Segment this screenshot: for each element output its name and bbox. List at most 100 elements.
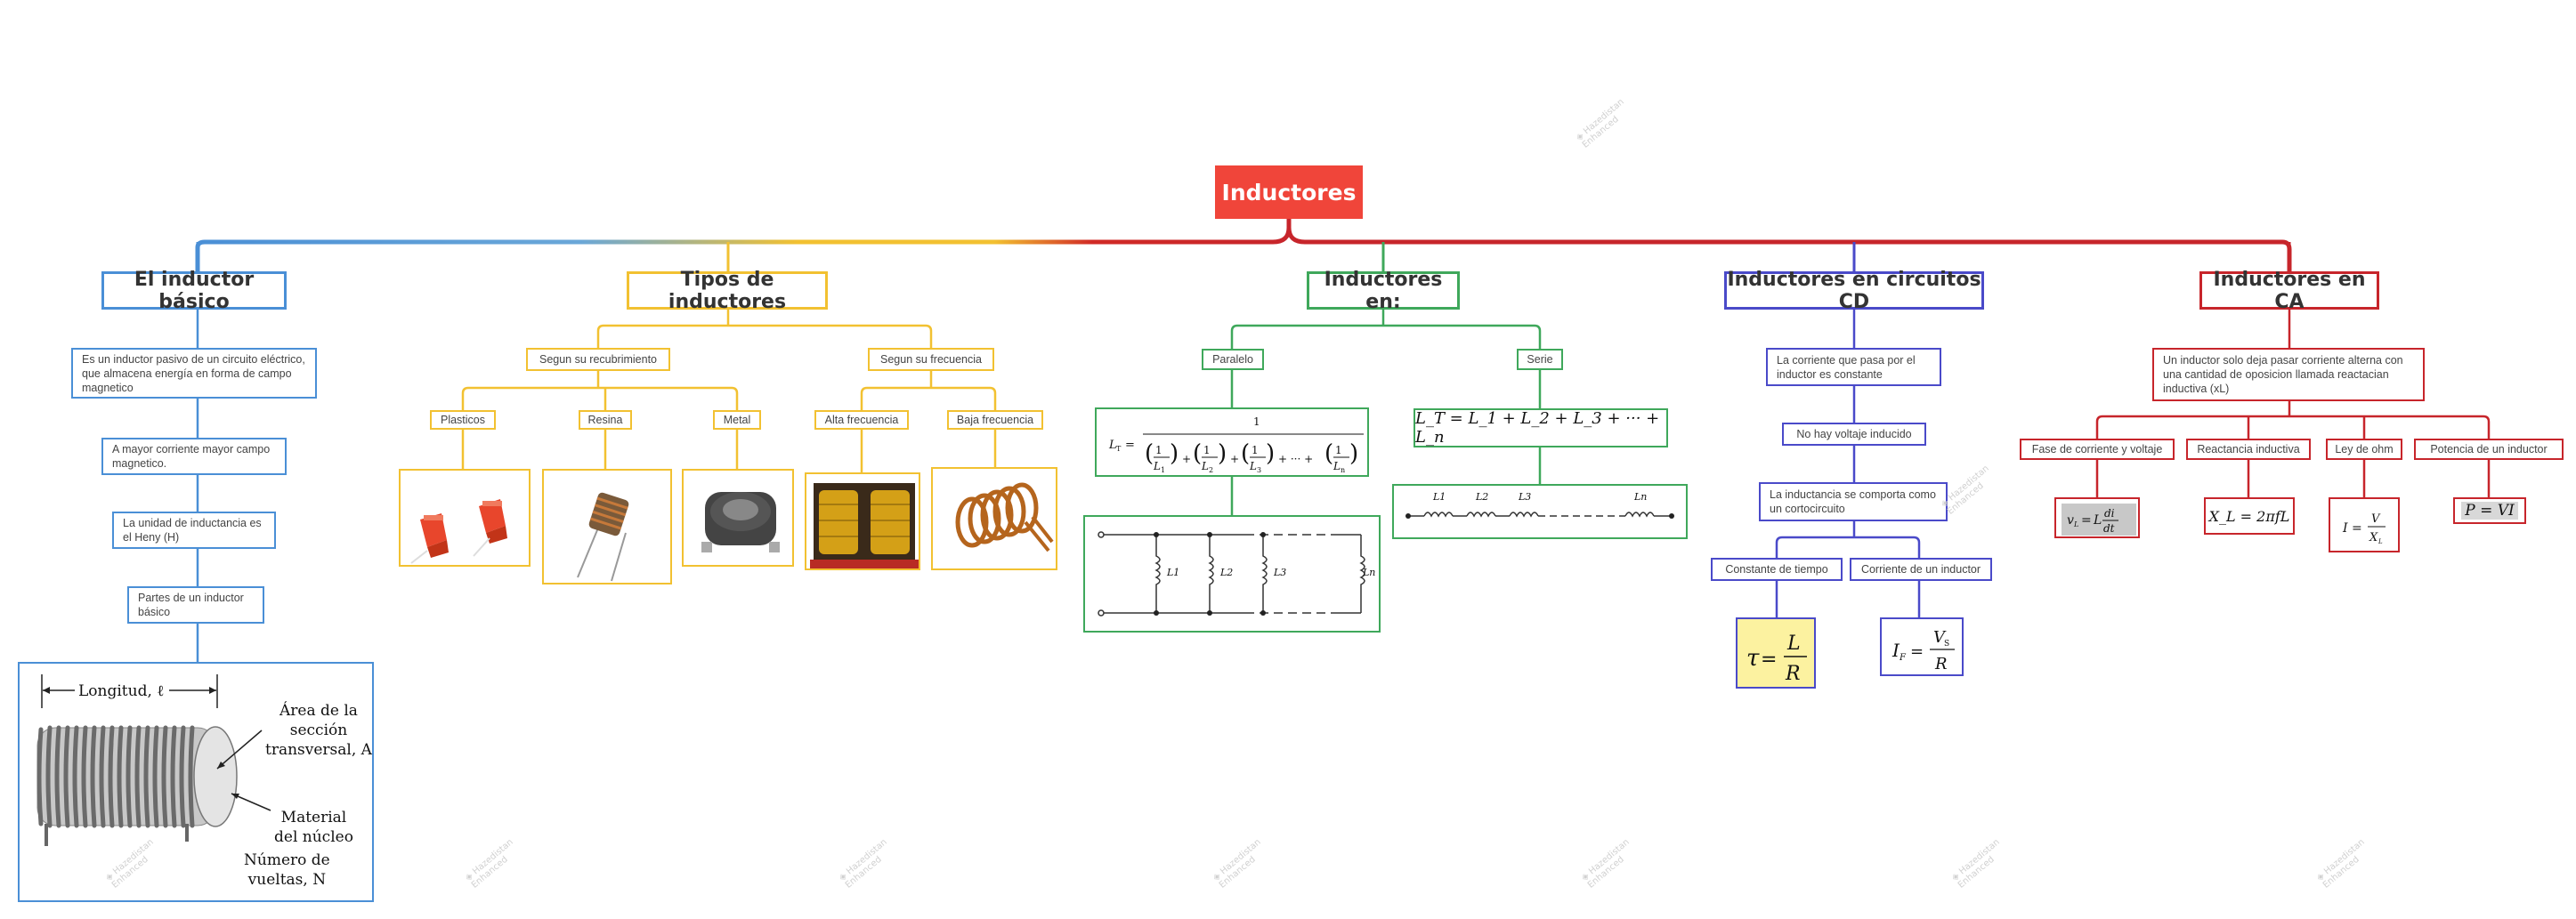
svg-text:L: L (2073, 520, 2078, 528)
subtopic-cortocircuito[interactable]: La inductancia se comporta como un corto… (1759, 482, 1948, 521)
subtopic-constante-tiempo[interactable]: Constante de tiempo (1711, 558, 1843, 581)
label-area-line: sección (289, 721, 348, 739)
svg-text:): ) (1349, 440, 1358, 467)
image-metal[interactable] (682, 469, 794, 567)
svg-text:F: F (1899, 653, 1907, 663)
root-node[interactable]: Inductores (1215, 165, 1363, 219)
formula-vl-math: v L = L di dt (2062, 504, 2136, 536)
svg-text:=: = (1125, 439, 1135, 452)
topic-label: Inductores en CA (2213, 268, 2366, 313)
resin-inductor-icon (577, 492, 629, 582)
coil-label: Ln (1363, 567, 1376, 578)
image-plasticos[interactable] (399, 469, 531, 567)
svg-text:v: v (2067, 513, 2074, 528)
svg-text:I: I (1891, 640, 1900, 661)
image-alta-frecuencia[interactable] (805, 472, 920, 570)
leaf-ley-ohm[interactable]: Ley de ohm (2326, 439, 2402, 460)
formula-potencia[interactable]: P = VI (2453, 497, 2526, 524)
subtopic-paralelo[interactable]: Paralelo (1202, 349, 1264, 370)
subtopic-label: Es un inductor pasivo de un circuito elé… (82, 352, 305, 394)
image-resina[interactable] (542, 469, 672, 584)
subtopic-frecuencia[interactable]: Segun su frecuencia (868, 348, 994, 371)
topic-label: Tipos de inductores (668, 268, 787, 313)
subtopic-label: Serie (1527, 353, 1553, 366)
formula-xl[interactable]: X_L = 2πfL (2204, 497, 2295, 535)
formula-if[interactable]: I F = V S R (1880, 617, 1964, 676)
svg-text:): ) (1218, 440, 1227, 467)
svg-text:T: T (1116, 445, 1122, 453)
circuit-paralelo[interactable]: L1 L2 L3 Ln (1083, 515, 1381, 633)
topic-inductores-en[interactable]: Inductores en: (1307, 269, 1460, 313)
subtopic-recubrimiento[interactable]: Segun su recubrimiento (526, 348, 670, 371)
formula-vl[interactable]: v L = L di dt (2054, 497, 2140, 538)
leaf-baja-frecuencia[interactable]: Baja frecuencia (947, 410, 1043, 430)
leaf-label: Resina (587, 414, 623, 426)
leaf-resina[interactable]: Resina (579, 410, 632, 430)
svg-text:di: di (2104, 507, 2115, 520)
label-area-line: transversal, A (265, 741, 372, 759)
subtopic-label: Segun su frecuencia (880, 353, 982, 366)
leaf-metal[interactable]: Metal (713, 410, 761, 430)
topic-inductor-basico[interactable]: El inductor básico (101, 269, 287, 313)
svg-text:(: ( (1193, 440, 1202, 467)
low-freq-inductor-icon (955, 482, 1054, 552)
subtopic-reactancia-desc[interactable]: Un inductor solo deja pasar corriente al… (2152, 348, 2425, 401)
subtopic-corriente-constante[interactable]: La corriente que pasa por el inductor es… (1766, 348, 1941, 386)
leaf-plasticos[interactable]: Plasticos (430, 410, 496, 430)
subtopic-unidad[interactable]: La unidad de inductancia es el Heny (H) (112, 512, 276, 549)
label-vueltas: Número de vueltas, N (244, 850, 330, 890)
formula-ohm-math: I = V X L (2342, 512, 2386, 545)
svg-text:1: 1 (1252, 444, 1259, 456)
topic-inductores-ca[interactable]: Inductores en CA (2199, 268, 2379, 313)
coil-label: L2 (1220, 567, 1234, 578)
leaf-alta-frecuencia[interactable]: Alta frecuencia (814, 410, 909, 430)
inductor-parts-figure[interactable]: Longitud, ℓ Área de la sección transvers… (18, 662, 374, 902)
topic-tipos-inductores[interactable]: Tipos de inductores (627, 268, 828, 313)
image-baja-frecuencia[interactable] (931, 467, 1057, 570)
svg-text:+: + (1182, 453, 1191, 465)
svg-text:1: 1 (1155, 444, 1162, 456)
leaf-reactancia[interactable]: Reactancia inductiva (2186, 439, 2311, 460)
svg-text:): ) (1170, 440, 1179, 467)
leaf-potencia[interactable]: Potencia de un inductor (2414, 439, 2564, 460)
coil-label: L3 (1274, 567, 1287, 578)
subtopic-label: A mayor corriente mayor campo magnetico. (112, 443, 271, 470)
svg-text:L: L (1201, 460, 1209, 472)
coil-illustration (36, 674, 271, 846)
subtopic-serie[interactable]: Serie (1517, 349, 1563, 370)
coil-label: Ln (1634, 491, 1648, 503)
subtopic-definicion[interactable]: Es un inductor pasivo de un circuito elé… (71, 348, 317, 399)
svg-text:1: 1 (1253, 415, 1260, 428)
subtopic-label: Corriente de un inductor (1860, 563, 1981, 576)
subtopic-partes[interactable]: Partes de un inductor básico (127, 586, 264, 624)
subtopic-campo[interactable]: A mayor corriente mayor campo magnetico. (101, 438, 287, 475)
formula-if-math: I F = V S R (1891, 628, 1955, 673)
leaf-label: Fase de corriente y voltaje (2031, 443, 2163, 455)
subtopic-corriente-inductor[interactable]: Corriente de un inductor (1850, 558, 1992, 581)
topic-circuitos-cd[interactable]: Inductores en circuitos CD (1724, 269, 1984, 313)
subtopic-label: Segun su recubrimiento (539, 353, 658, 366)
svg-text:+: + (1230, 453, 1239, 465)
label-vueltas-line: Número de (244, 851, 330, 869)
formula-tau[interactable]: τ = L R (1736, 617, 1816, 689)
leaf-fase[interactable]: Fase de corriente y voltaje (2020, 439, 2175, 460)
subtopic-no-voltaje[interactable]: No hay voltaje inducido (1782, 423, 1926, 446)
circuit-serie[interactable]: L1 L2 L3 Ln (1392, 484, 1688, 539)
svg-text:V: V (1933, 628, 1947, 647)
label-material-line: Material (280, 809, 347, 826)
parallel-circuit-diagram (1098, 531, 1365, 617)
svg-text:=: = (2352, 521, 2362, 536)
svg-text:n: n (1341, 466, 1345, 474)
formula-serie[interactable]: L_T = L_1 + L_2 + L_3 + ··· + L_n (1414, 408, 1668, 447)
svg-text:S: S (1944, 640, 1949, 649)
svg-text:+ ··· +: + ··· + (1278, 453, 1313, 465)
formula-ohm[interactable]: I = V X L (2329, 497, 2400, 552)
svg-text:L: L (1153, 460, 1161, 472)
svg-text:V: V (2371, 512, 2381, 526)
leaf-label: Metal (723, 414, 751, 426)
label-longitud: Longitud, ℓ (78, 682, 165, 700)
svg-text:L: L (1333, 460, 1341, 472)
leaf-label: Reactancia inductiva (2197, 443, 2300, 455)
